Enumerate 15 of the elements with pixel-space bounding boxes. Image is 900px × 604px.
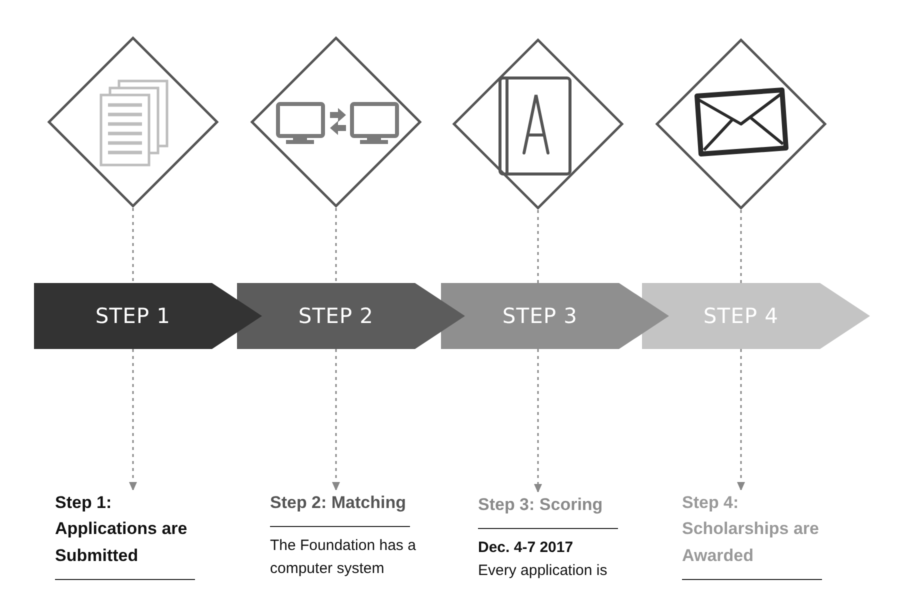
dashed-arrow (129, 349, 137, 491)
description-text: Every application is (478, 560, 608, 581)
step-heading: Step 4: Scholarships are Awarded (682, 492, 820, 567)
step-heading: Step 2: Matching (270, 492, 406, 514)
step-label: STEP 4 (703, 304, 779, 328)
description-text: The Foundation has a computer system (270, 536, 417, 579)
step-heading: Step 3: Scoring (478, 494, 603, 516)
date-text: Dec. 4-7 2017 (478, 538, 574, 558)
dashed-arrow (737, 349, 745, 491)
step-label: STEP 1 (95, 304, 171, 328)
dashed-arrow (332, 349, 340, 491)
step-label: STEP 3 (502, 304, 578, 328)
step-heading: Step 1: Applications are Submitted (55, 492, 188, 567)
dashed-arrow (534, 349, 542, 493)
step-label: STEP 2 (298, 304, 374, 328)
